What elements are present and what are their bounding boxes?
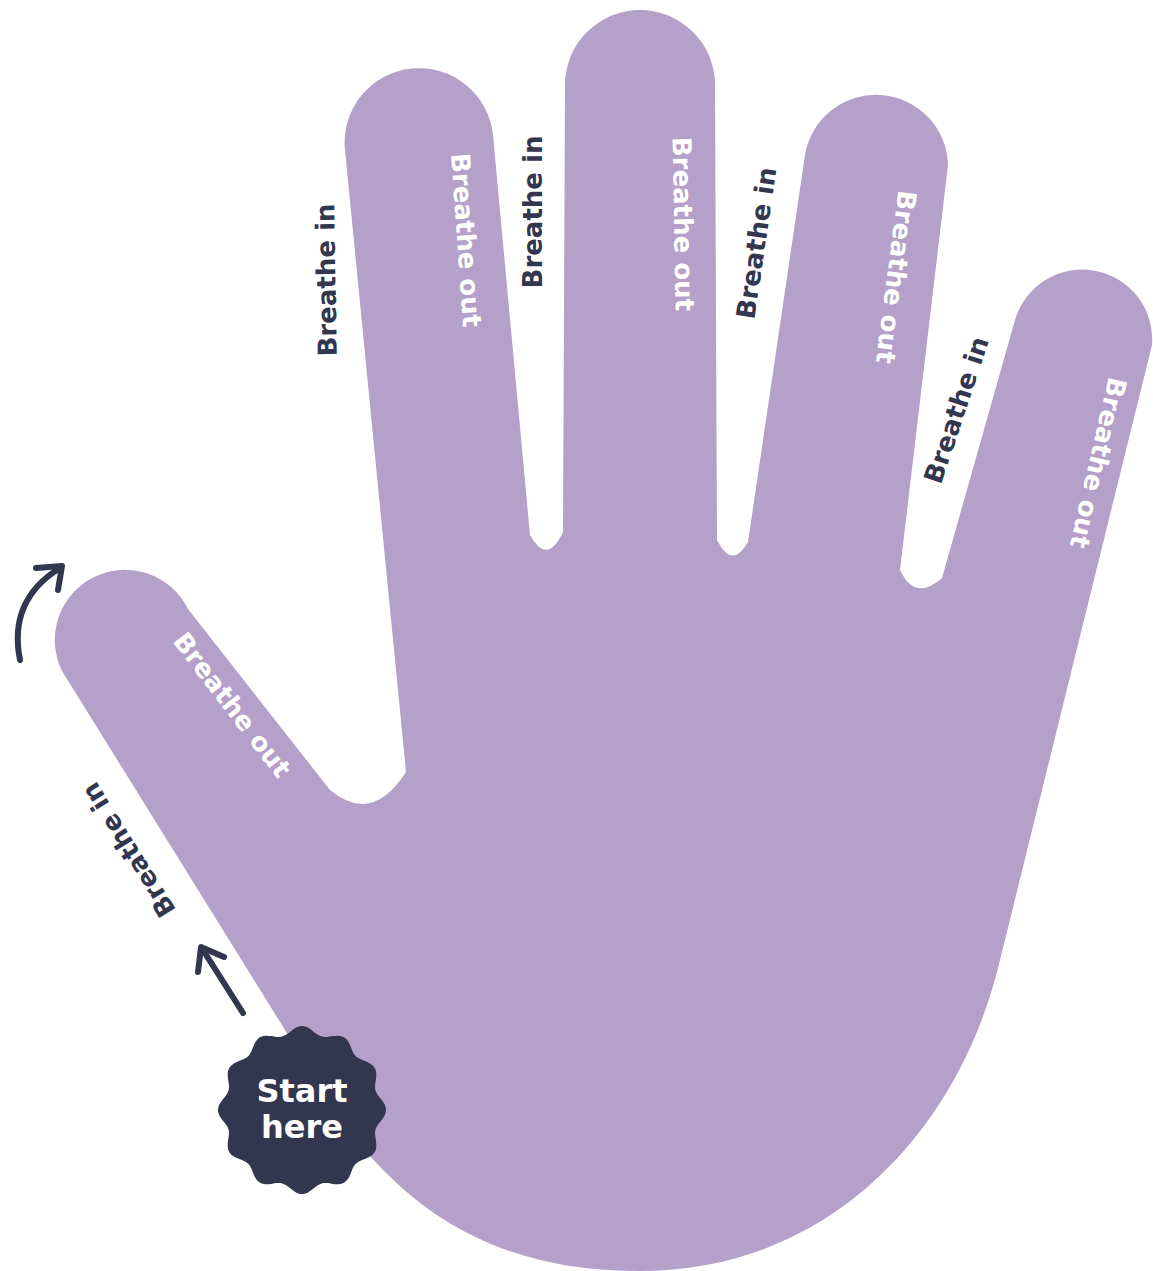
breath-label: Breathe in: [520, 136, 546, 289]
start-badge: Start here: [212, 1020, 392, 1200]
arrow-head: [198, 947, 224, 972]
badge-text: Start here: [237, 1074, 367, 1146]
direction-arrows: [18, 566, 243, 1013]
arrow-head: [36, 566, 62, 590]
curved-arrow: [18, 568, 60, 660]
breath-label: Breathe out: [668, 137, 697, 312]
breath-label: Breathe in: [732, 165, 780, 320]
hand-shape: [55, 10, 1152, 1271]
breath-label: Breathe in: [312, 203, 341, 356]
badge-shape: [218, 1026, 386, 1194]
